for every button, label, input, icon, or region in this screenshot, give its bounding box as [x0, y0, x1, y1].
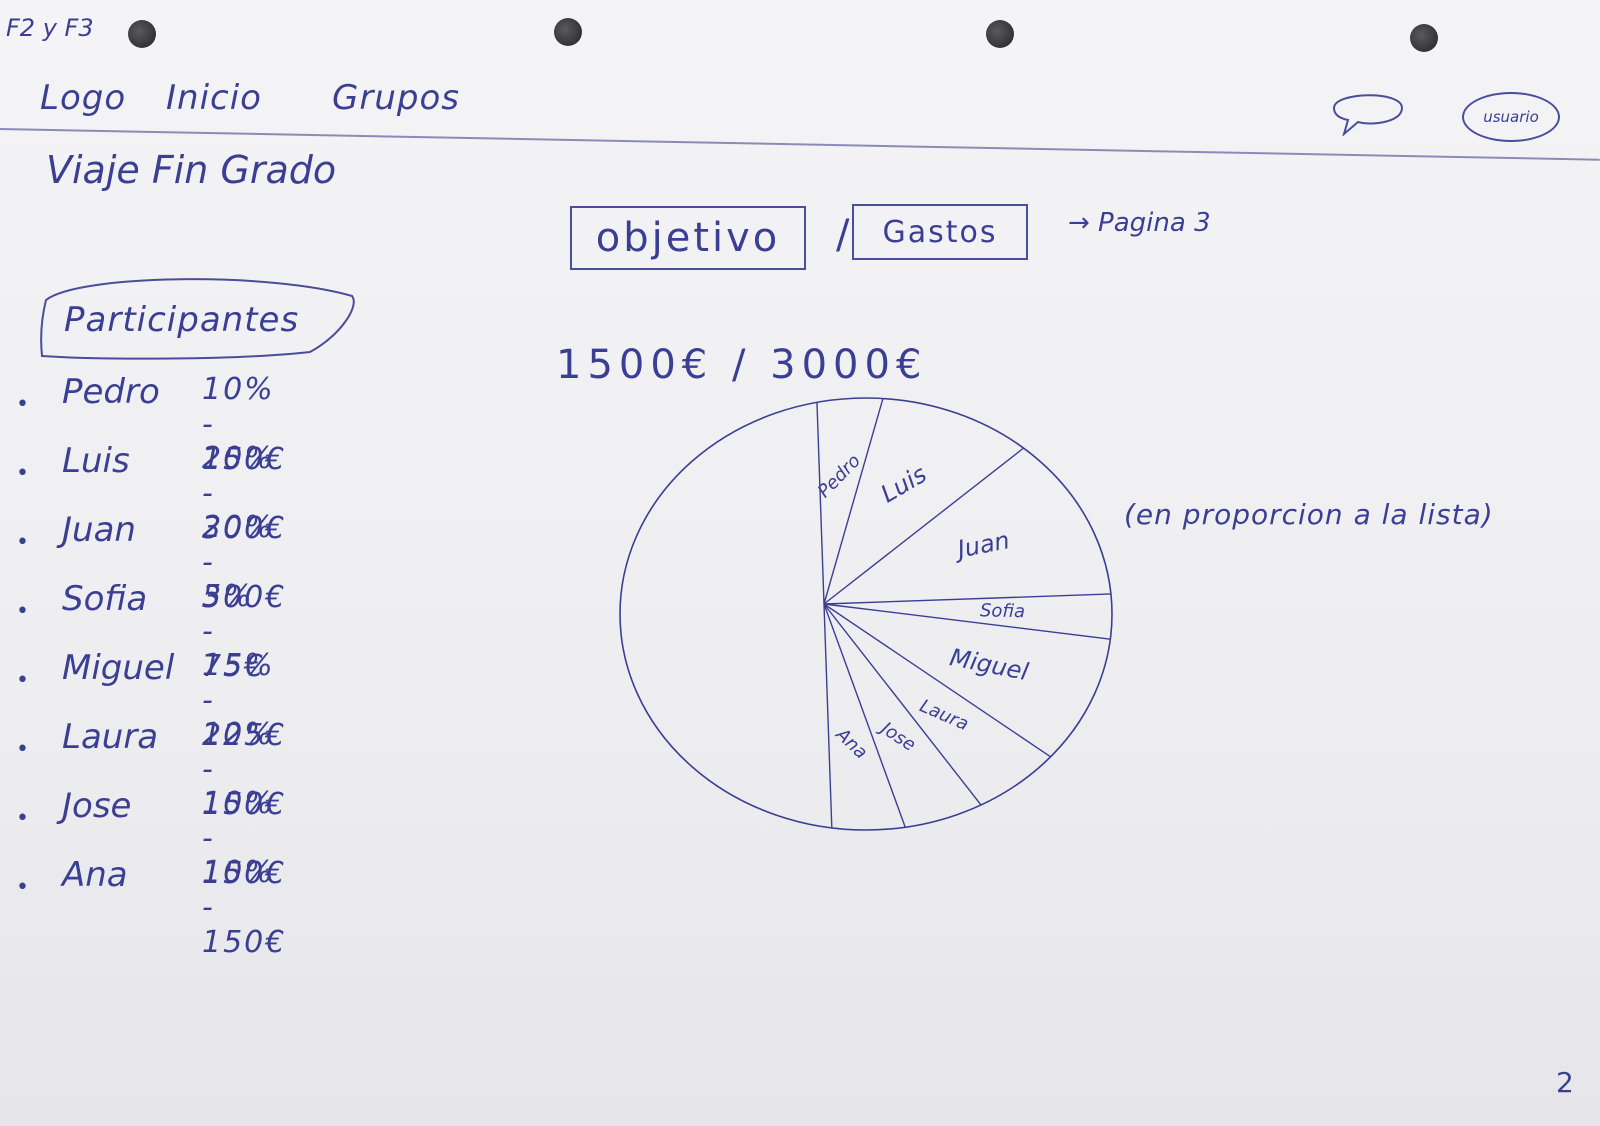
tab-gastos[interactable]: Gastos	[852, 204, 1028, 260]
pie-slice-boundary	[823, 603, 1111, 640]
participants-header-frame	[40, 278, 355, 360]
goal-progress: 1500€ / 3000€	[556, 342, 928, 388]
tab-objetivo[interactable]: objetivo	[570, 206, 806, 270]
tab-separator: /	[836, 212, 850, 258]
participant-share: 20% - 300€	[202, 441, 287, 546]
participant-share: 10% - 150€	[202, 855, 287, 960]
participant-share: 5% - 75€	[202, 579, 266, 684]
participant-share: 10% - 150€	[202, 786, 287, 891]
pie-slice-label: Laura	[917, 695, 972, 735]
punch-hole	[128, 20, 156, 48]
bullet: •	[16, 668, 29, 693]
pie-slice-boundary	[823, 593, 1111, 605]
bullet: •	[16, 737, 29, 762]
participant-share: 10% - 150€	[202, 717, 287, 822]
pie-slice-boundary	[823, 398, 884, 605]
pie-proportion-note: (en proporcion a la lista)	[1124, 498, 1494, 531]
pie-slice-boundary	[823, 447, 1024, 605]
participant-name: Juan	[62, 510, 136, 550]
punch-hole	[1410, 24, 1438, 52]
bullet: •	[16, 875, 29, 900]
pie-slice-boundary	[823, 603, 833, 828]
pie-slice-label: Sofia	[980, 600, 1026, 622]
nav-grupos[interactable]: Grupos	[332, 78, 460, 118]
participant-name: Laura	[62, 717, 159, 757]
page-title: Viaje Fin Grado	[46, 148, 337, 192]
page-number: 2	[1556, 1066, 1574, 1099]
pie-slice-boundary	[823, 603, 906, 828]
bullet: •	[16, 392, 29, 417]
participants-header: Participantes	[64, 300, 300, 340]
pie-slice-label: Miguel	[947, 643, 1031, 686]
participant-share: 15% - 225€	[202, 648, 287, 753]
pie-slice-label: Luis	[876, 460, 931, 509]
participant-share: 10% - 150€	[202, 372, 287, 477]
participant-name: Sofia	[62, 579, 148, 619]
corner-note: F2 y F3	[6, 14, 94, 42]
participant-name: Jose	[62, 786, 132, 826]
participant-name: Miguel	[62, 648, 175, 688]
participant-share: 20% - 300€	[202, 510, 287, 615]
nav-logo[interactable]: Logo	[40, 78, 127, 118]
participant-name: Pedro	[62, 372, 160, 412]
participant-name: Ana	[62, 855, 128, 895]
pie-slice-label: Juan	[951, 526, 1012, 564]
user-avatar[interactable]: usuario	[1462, 92, 1560, 142]
pie-slice-label: Jose	[875, 716, 920, 755]
bullet: •	[16, 599, 29, 624]
bullet: •	[16, 461, 29, 486]
pie-slice-boundary	[823, 603, 1051, 758]
bullet: •	[16, 530, 29, 555]
nav-inicio[interactable]: Inicio	[166, 78, 262, 118]
pie-slice-label: Ana	[831, 723, 871, 763]
pie-slice-boundary	[816, 402, 825, 605]
gastos-page-note: → Pagina 3	[1068, 208, 1211, 238]
pie-outline	[619, 397, 1113, 831]
punch-hole	[986, 20, 1014, 48]
speech-bubble-icon[interactable]	[1328, 86, 1408, 136]
punch-hole	[554, 18, 582, 46]
pie-slice-boundary	[823, 603, 982, 806]
participant-name: Luis	[62, 441, 130, 481]
pie-slice-label: Pedro	[814, 450, 865, 502]
bullet: •	[16, 806, 29, 831]
